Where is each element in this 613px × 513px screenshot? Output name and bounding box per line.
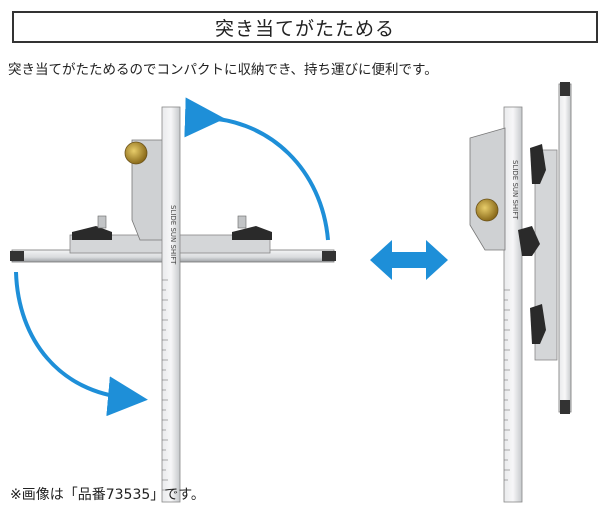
- bar-end-cap-left: [10, 251, 24, 261]
- bar-end-cap-right: [322, 251, 336, 261]
- folded-clamp-handle-bottom: [530, 304, 546, 344]
- double-arrow-icon: [370, 240, 448, 280]
- brand-label: SLIDE SUN SHIFT: [169, 205, 177, 265]
- title-banner: 突き当てがたためる: [12, 11, 598, 43]
- folded-support-plate: [469, 127, 506, 251]
- clamp-handle-left: [72, 226, 112, 240]
- clamp-handle-right: [232, 226, 272, 240]
- folded-clamp-handle-top: [530, 144, 546, 184]
- gold-knob: [124, 141, 148, 165]
- description-caption: 突き当てがたためるのでコンパクトに収納でき、持ち運びに便利です。: [8, 62, 438, 78]
- folded-gold-knob: [475, 198, 499, 222]
- folded-fence-bar: [558, 83, 572, 413]
- folded-tool: SLIDE SUN SHIFT: [469, 82, 572, 503]
- rotate-down-arrow-icon: [14, 271, 148, 417]
- rotate-up-arrow-icon: [184, 97, 330, 241]
- page-title: 突き当てがたためる: [214, 17, 395, 40]
- ruler-ticks: [162, 279, 168, 491]
- support-plate: [131, 139, 165, 241]
- folded-vertical-ruler: [503, 106, 523, 503]
- vertical-ruler: [161, 106, 181, 503]
- open-tool: SLIDE SUN SHIFT: [10, 106, 336, 503]
- folded-brand-label: SLIDE SUN SHIFT: [511, 160, 519, 220]
- footnote: ※画像は「品番73535」です。: [10, 487, 205, 503]
